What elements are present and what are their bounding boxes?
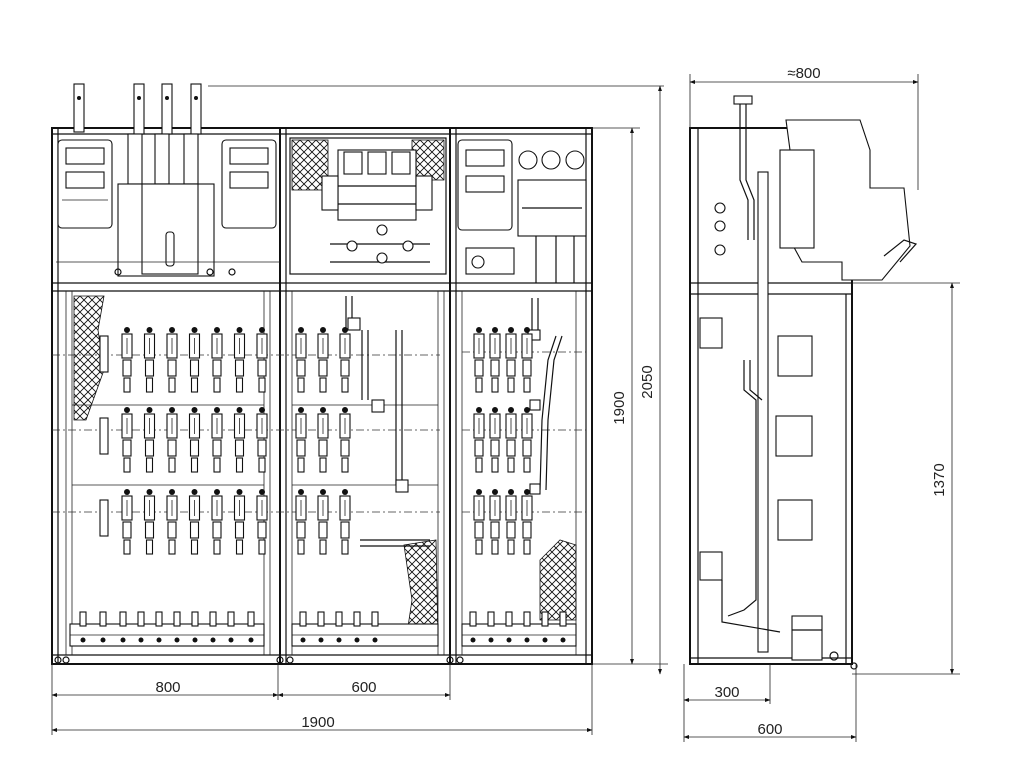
fuse-switch-unit [211,327,223,393]
dim-side-top-depth: ≈800 [787,65,820,82]
fuse-switch-unit [521,407,533,473]
fuse-switch-unit [166,327,178,393]
fuse-switch-unit [339,407,351,473]
terminal-stud [247,611,255,643]
dim-front-total-width: 1900 [301,714,334,731]
dim-side-offset: 300 [714,684,739,701]
fuse-switch-unit [256,489,268,555]
terminal-stud [541,611,549,643]
side-elevation [689,95,918,670]
meter-left [57,139,113,229]
fuse-switch-unit [339,327,351,393]
terminal-stud [155,611,163,643]
dim-front-panel-2: 600 [351,679,376,696]
fuse-switch-unit [188,489,201,555]
meter-right [221,139,277,229]
fuse-switch-unit [317,327,329,393]
fuse-switch-unit [233,489,246,555]
dim-front-total-height: 2050 [639,365,656,398]
dimension-lines [51,74,960,742]
terminal-stud [99,611,107,643]
top-busbar-terminals [73,83,664,185]
terminal-stud [469,611,477,643]
fuse-switch-unit [166,407,178,473]
fuse-switch-unit [473,407,485,473]
terminal-stud [79,611,87,643]
terminal-stud [299,611,307,643]
meter-panel-3 [457,139,513,231]
terminal-stud [173,611,181,643]
terminal-stud [137,611,145,643]
dim-side-depth: 600 [757,721,782,738]
terminal-stud [505,611,513,643]
fuse-switch-unit [166,489,178,555]
fuse-switch-unit [489,407,501,473]
fuse-switch-unit [505,407,517,473]
fuse-switch-unit [256,327,268,393]
terminal-stud [353,611,361,643]
dim-front-cabinet-height: 1900 [611,391,628,424]
fuse-switch-unit [317,489,329,555]
fuse-switch-unit [188,407,201,473]
fuse-switch-unit [295,489,307,555]
fuse-switch-unit [121,327,133,393]
fuse-switch-unit [339,489,351,555]
breaker-main [117,183,215,277]
fuse-switch-unit [233,327,246,393]
fuse-switch-unit [505,489,517,555]
fuse-units [79,327,567,643]
fuse-switch-unit [121,407,133,473]
fuse-switch-unit [473,489,485,555]
terminal-stud [227,611,235,643]
fuse-switch-unit [521,489,533,555]
dim-side-lower-height: 1370 [931,463,948,496]
fuse-switch-unit [473,327,485,393]
terminal-stud [119,611,127,643]
contactor-panel-3 [465,150,587,283]
terminal-stud [191,611,199,643]
terminal-stud [335,611,343,643]
terminal-stud [317,611,325,643]
terminal-stud [523,611,531,643]
front-elevation [51,83,664,665]
terminal-stud [209,611,217,643]
fuse-switch-unit [295,327,307,393]
fuse-switch-unit [121,489,133,555]
fuse-switch-unit [489,489,501,555]
fuse-switch-unit [317,407,329,473]
terminal-stud [559,611,567,643]
fuse-switch-unit [211,407,223,473]
fuse-switch-unit [188,327,201,393]
fuse-switch-unit [505,327,517,393]
fuse-switch-unit [489,327,501,393]
dim-front-panel-1: 800 [155,679,180,696]
terminal-stud [371,611,379,643]
fuse-switch-unit [143,489,156,555]
terminal-strips [69,623,577,647]
fuse-rows-panel-1 [99,335,109,537]
fuse-switch-unit [143,407,156,473]
fuse-switch-unit [521,327,533,393]
fuse-switch-unit [233,407,246,473]
switch-compartment [289,137,447,275]
terminal-stud [487,611,495,643]
fuse-switch-unit [295,407,307,473]
fuse-switch-unit [211,489,223,555]
fuse-switch-unit [143,327,156,393]
fuse-switch-unit [256,407,268,473]
